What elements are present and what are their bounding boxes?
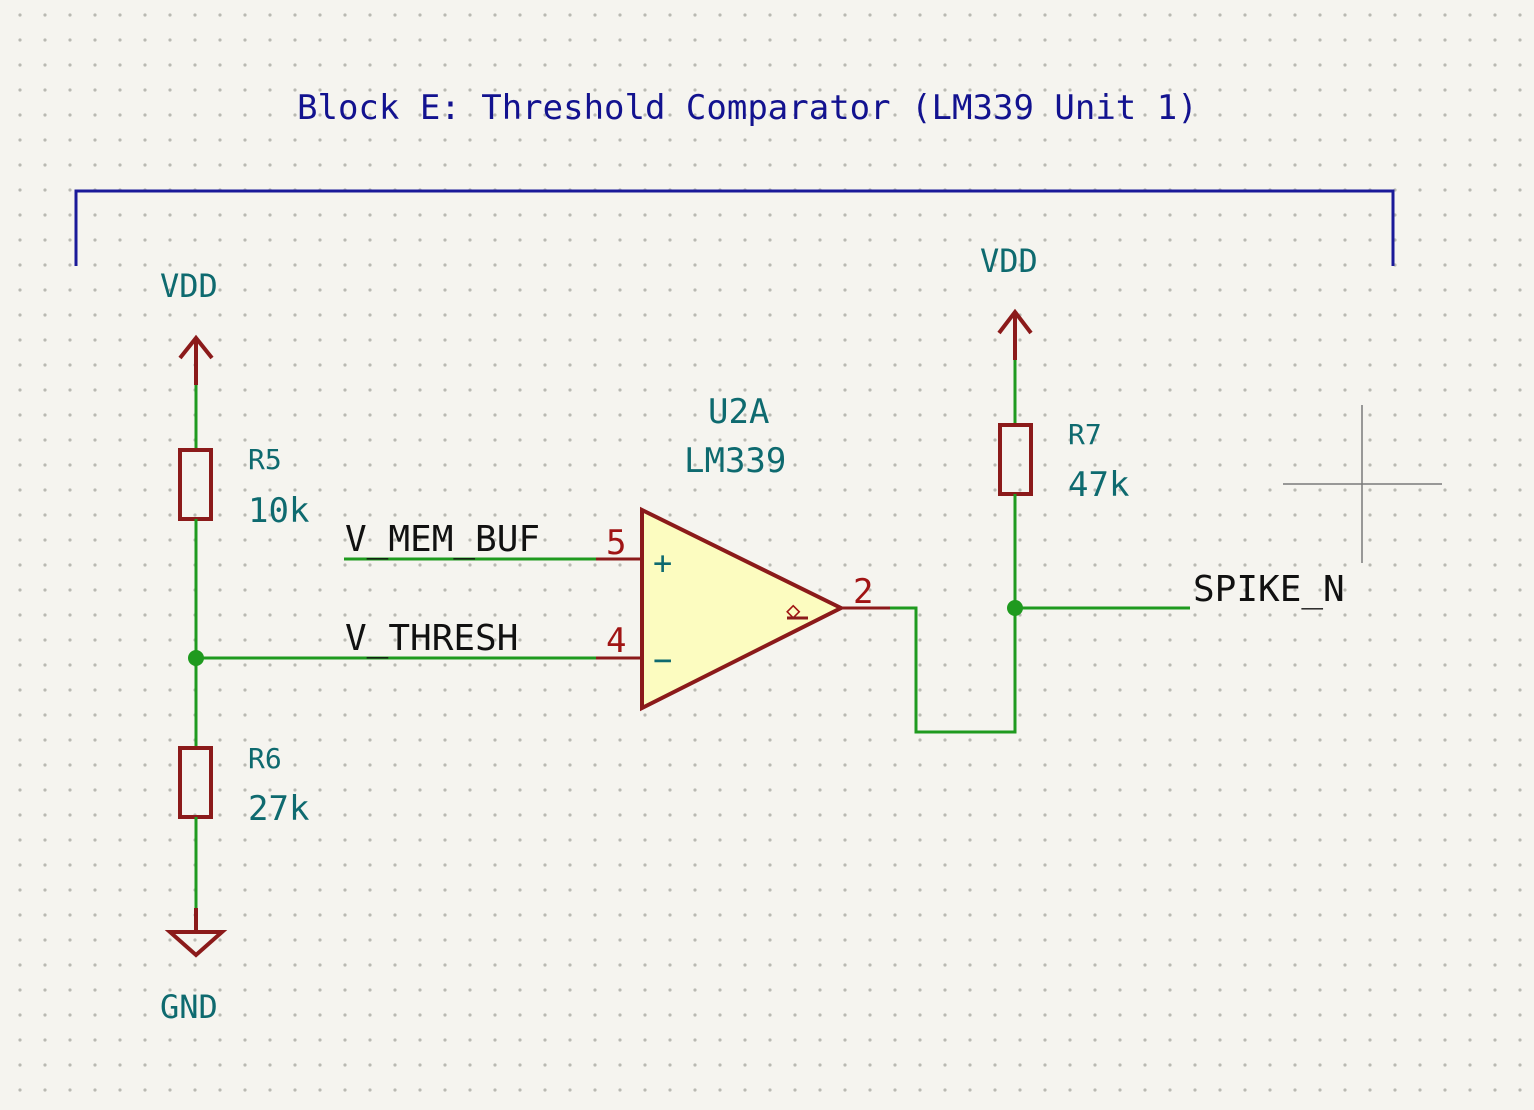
vdd-label-right: VDD (980, 242, 1038, 280)
vdd-symbol-right[interactable]: VDD (980, 242, 1038, 360)
pin2-number: 2 (853, 572, 873, 612)
r5-ref: R5 (248, 443, 282, 476)
net-label-v-mem-buf[interactable]: V_MEM_BUF (345, 519, 540, 560)
noninverting-sign: + (653, 544, 672, 582)
r6-value: 27k (248, 789, 309, 829)
resistor-r5[interactable]: R5 10k (178, 443, 309, 531)
wire-output[interactable] (890, 606, 1017, 734)
block-frame (74, 189, 1395, 266)
comparator-triangle (640, 506, 846, 712)
pin4-number: 4 (606, 621, 626, 661)
r7-value: 47k (1068, 465, 1129, 505)
net-label-spike-n[interactable]: SPIKE_N (1193, 569, 1345, 610)
vdd-label-left: VDD (160, 267, 218, 305)
resistor-r7[interactable]: R7 47k (998, 418, 1129, 505)
u2a-ref: U2A (708, 392, 769, 432)
gnd-icon (164, 908, 228, 958)
inverting-sign: − (653, 641, 672, 679)
gnd-symbol[interactable]: GND (160, 908, 228, 1026)
net-label-v-thresh[interactable]: V_THRESH (345, 618, 518, 659)
open-collector-icon: ◇ (786, 596, 801, 624)
vdd-arrow-right-icon (997, 308, 1033, 360)
u2a-part: LM339 (684, 441, 786, 481)
comparator-u2a[interactable]: U2A LM339 5 4 2 + − ◇ (596, 392, 890, 712)
gnd-label: GND (160, 988, 218, 1026)
r6-ref: R6 (248, 742, 282, 775)
pin5-number: 5 (606, 523, 626, 563)
vdd-arrow-left-icon (178, 334, 214, 385)
vdd-symbol-left[interactable]: VDD (160, 267, 218, 385)
r5-value: 10k (248, 491, 309, 531)
block-title[interactable]: Block E: Threshold Comparator (LM339 Uni… (297, 88, 1198, 128)
crosshair-cursor-icon (1283, 405, 1442, 563)
r7-ref: R7 (1068, 418, 1102, 451)
